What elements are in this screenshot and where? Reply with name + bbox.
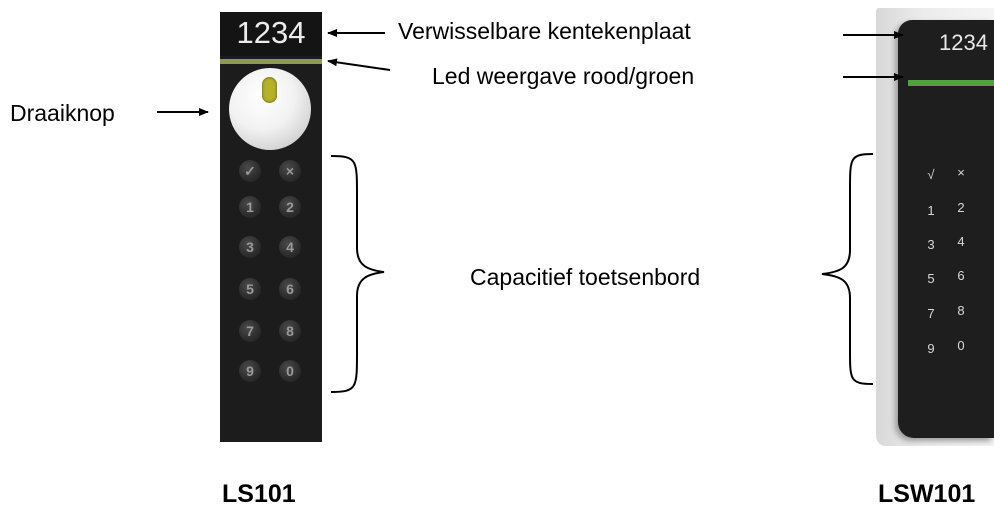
key-8[interactable]: 8 bbox=[279, 320, 301, 342]
key-3[interactable]: 3 bbox=[927, 237, 935, 252]
label-rotary-knob: Draaiknop bbox=[10, 100, 115, 126]
key-8[interactable]: 8 bbox=[957, 303, 965, 318]
key-9[interactable]: 9 bbox=[239, 360, 261, 382]
lsw101-lock: 1234 √ × 1 2 3 4 5 6 7 8 9 0 bbox=[876, 8, 994, 446]
label-capacitive-keypad: Capacitief toetsenbord bbox=[470, 264, 701, 290]
key-4[interactable]: 4 bbox=[279, 236, 301, 258]
key-6[interactable]: 6 bbox=[279, 278, 301, 300]
key-cancel[interactable]: × bbox=[957, 165, 965, 180]
keypad-brace-left bbox=[330, 155, 385, 393]
key-0[interactable]: 0 bbox=[279, 360, 301, 382]
key-9[interactable]: 9 bbox=[927, 341, 935, 356]
key-6[interactable]: 6 bbox=[957, 268, 965, 283]
rotary-knob[interactable] bbox=[229, 68, 311, 150]
key-cancel[interactable]: × bbox=[279, 160, 301, 182]
key-1[interactable]: 1 bbox=[239, 196, 261, 218]
device-front-panel bbox=[898, 20, 994, 438]
keypad-brace-right bbox=[821, 153, 874, 385]
license-plate-number: 1234 bbox=[236, 15, 306, 50]
key-3[interactable]: 3 bbox=[239, 236, 261, 258]
led-indicator bbox=[220, 59, 322, 64]
license-plate-number: 1234 bbox=[939, 30, 988, 55]
key-confirm[interactable]: √ bbox=[927, 167, 935, 182]
key-1[interactable]: 1 bbox=[927, 203, 935, 218]
knob-indicator bbox=[262, 77, 277, 103]
key-5[interactable]: 5 bbox=[239, 278, 261, 300]
key-2[interactable]: 2 bbox=[279, 196, 301, 218]
key-confirm[interactable]: ✓ bbox=[239, 160, 261, 182]
model-name-ls101: LS101 bbox=[222, 480, 296, 508]
license-plate: 1234 bbox=[220, 12, 322, 56]
led-arrow bbox=[327, 58, 391, 71]
key-5[interactable]: 5 bbox=[927, 271, 935, 286]
label-replaceable-plate: Verwisselbare kentekenplaat bbox=[398, 18, 691, 44]
led-indicator bbox=[908, 80, 994, 86]
key-0[interactable]: 0 bbox=[957, 338, 965, 353]
ls101-lock: 1234 ✓ × 1 2 3 4 5 6 7 8 9 0 bbox=[220, 12, 322, 442]
key-2[interactable]: 2 bbox=[957, 200, 965, 215]
model-name-lsw101: LSW101 bbox=[878, 480, 976, 508]
key-7[interactable]: 7 bbox=[927, 306, 935, 321]
key-7[interactable]: 7 bbox=[239, 320, 261, 342]
key-4[interactable]: 4 bbox=[957, 234, 965, 249]
label-led-display: Led weergave rood/groen bbox=[432, 63, 695, 89]
